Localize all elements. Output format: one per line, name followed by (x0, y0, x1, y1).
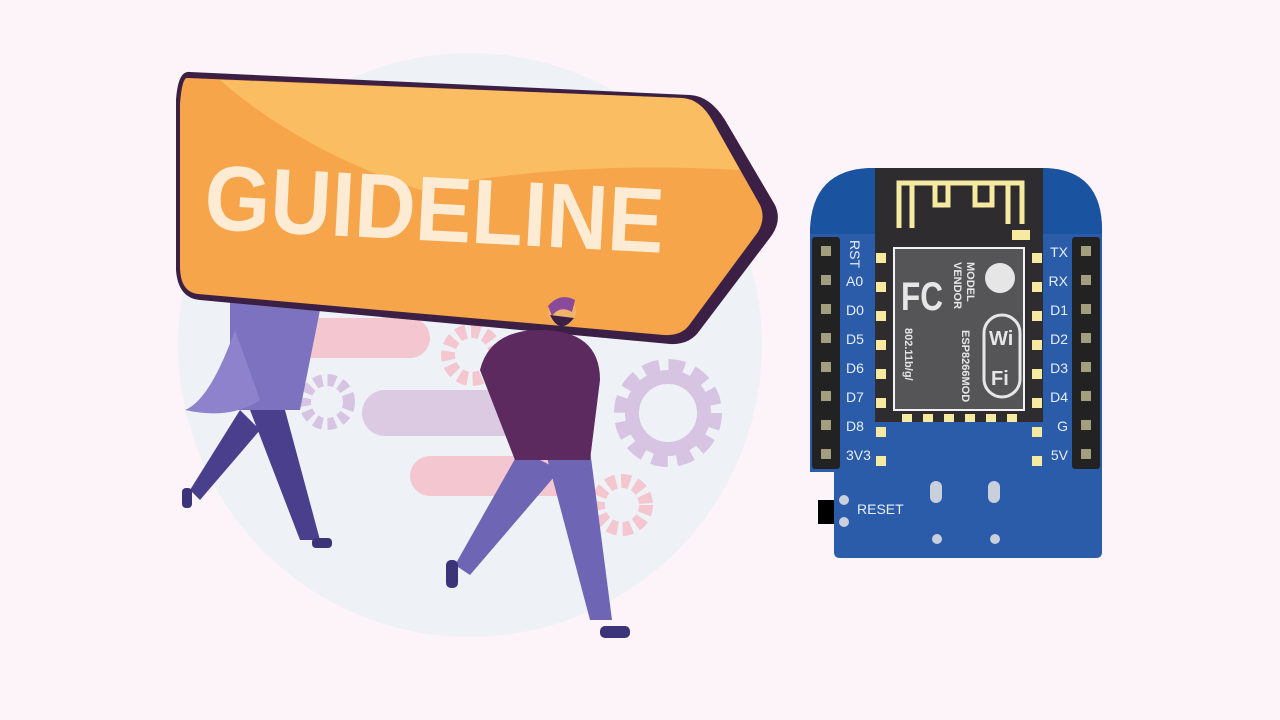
pin-label-tx: TX (1050, 244, 1069, 260)
header-pin (1081, 362, 1091, 372)
pin-label-d3: D3 (1050, 360, 1068, 376)
pin-label-d1: D1 (1050, 302, 1068, 318)
header-pin (821, 391, 831, 401)
header-pin (1081, 304, 1091, 314)
pin-label-rst: RST (847, 240, 863, 268)
header-pin (821, 246, 831, 256)
pin-label-d7: D7 (846, 389, 864, 405)
solder-pad (876, 456, 886, 466)
reset-label: RESET (857, 501, 904, 517)
header-pin (1081, 449, 1091, 459)
pin-label-d5: D5 (846, 331, 864, 347)
pin-label-rx: RX (1049, 273, 1069, 289)
solder-pad (944, 414, 954, 422)
pin-label-g: G (1057, 418, 1068, 434)
wifi-text: Wi (989, 328, 1013, 350)
vendor-text: VENDOR (951, 262, 963, 309)
pin-label-d0: D0 (846, 302, 864, 318)
pin-label-d8: D8 (846, 418, 864, 434)
pin-header (812, 237, 840, 469)
solder-pad (876, 282, 886, 292)
pin-label-d4: D4 (1050, 389, 1068, 405)
solder-pad (965, 414, 975, 422)
solder-pad (876, 311, 886, 321)
header-pin (821, 333, 831, 343)
guideline-sign: GUIDELINE (176, 71, 778, 345)
pin-label-5v: 5V (1051, 447, 1069, 463)
solder-pad (876, 369, 886, 379)
pin-header (1072, 237, 1100, 469)
model-text: MODEL (964, 262, 976, 302)
wifi-logo (982, 313, 1022, 399)
solder-pad (876, 340, 886, 350)
espressif-logo (985, 263, 1015, 293)
header-pin (1081, 420, 1091, 430)
solder-pad (1032, 340, 1042, 350)
reset-button (818, 500, 834, 524)
header-pin (821, 362, 831, 372)
solder-pad (876, 427, 886, 437)
antenna-trace (896, 180, 1025, 228)
wemos-d1-mini-board: RESET FC MODEL VENDOR ESP8266MOD 802.11b… (810, 168, 1102, 558)
solder-pad (986, 414, 996, 422)
header-pin (821, 449, 831, 459)
solder-pad (1032, 456, 1042, 466)
pin-label-3v3: 3V3 (846, 447, 871, 463)
solder-pad (1032, 311, 1042, 321)
fcc-logo: FC (901, 275, 943, 319)
solder-pad (1032, 427, 1042, 437)
sign-text: GUIDELINE (202, 147, 667, 273)
header-pin (1081, 391, 1091, 401)
part-text: ESP8266MOD (959, 330, 971, 402)
solder-pad (1032, 282, 1042, 292)
pin-label-d6: D6 (846, 360, 864, 376)
person-right (446, 297, 630, 638)
solder-pad (1007, 414, 1017, 422)
solder-pad (923, 414, 933, 422)
header-pin (821, 275, 831, 285)
header-pin (1081, 275, 1091, 285)
solder-pad (1032, 369, 1042, 379)
solder-pad (876, 398, 886, 408)
standard-text: 802.11b/g/ (902, 328, 914, 381)
solder-pad (1032, 398, 1042, 408)
pin-label-a0: A0 (846, 273, 863, 289)
header-pin (821, 420, 831, 430)
fi-text: Fi (991, 368, 1009, 390)
pin-label-d2: D2 (1050, 331, 1068, 347)
header-pin (1081, 246, 1091, 256)
header-pin (1081, 333, 1091, 343)
solder-pad (876, 253, 886, 263)
solder-pad (902, 414, 912, 422)
solder-pad (1032, 253, 1042, 263)
header-pin (821, 304, 831, 314)
